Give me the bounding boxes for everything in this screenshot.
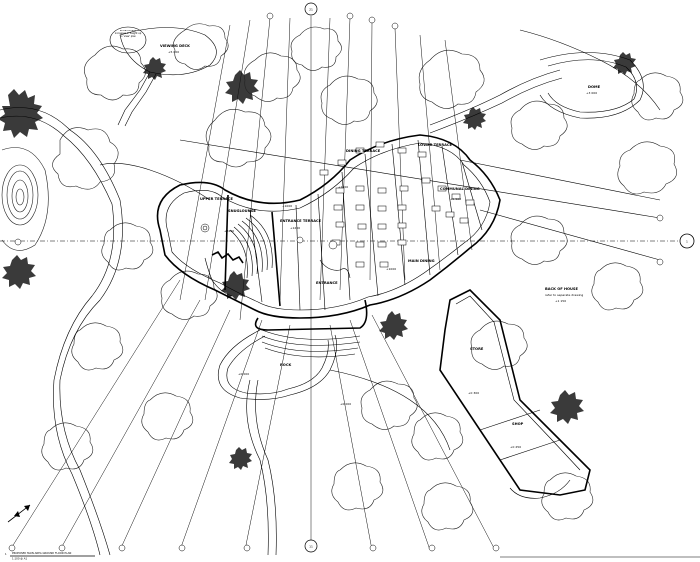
note-bubble: entrance wall increases in height up to …: [109, 26, 147, 54]
grid-marker-right: 1: [679, 233, 695, 249]
topo-rock-left: [1, 147, 49, 251]
level-10: +0 300: [468, 391, 479, 395]
grid-marker-bottom-label: 11: [309, 545, 313, 549]
store-label: STORE: [470, 347, 484, 351]
tree-cluster-left-dark: [0, 52, 636, 470]
drawing-title: PROPOSED MAIN AREA GROUND FLOOR PLAN: [12, 551, 71, 555]
level-7: +0 000: [238, 372, 249, 376]
dome-level: +3 000: [586, 91, 597, 95]
level-3: +1200: [290, 226, 300, 230]
north-arrow-icon: [7, 504, 31, 523]
grid-marker-right-label: 1: [686, 240, 688, 244]
viewing-deck-label: VIEWING DECK: [160, 44, 190, 48]
entrance-steps: [261, 329, 361, 358]
dining-tables: [200, 141, 475, 268]
rock-label: ROCK: [280, 363, 291, 367]
dome-label: DOME: [588, 85, 601, 89]
grid-marker-top: 21: [304, 2, 318, 16]
entrance-terrace-label: ENTRANCE TERRACE: [280, 219, 322, 223]
back-of-house-label: BACK OF HOUSE: [545, 287, 579, 291]
site-paths: [0, 29, 661, 556]
lower-terrace-label: LOWER TERRACE: [418, 143, 453, 147]
level-labels: +1000 +2200 +1200 +1000 +1000 +0 500 +0 …: [224, 185, 566, 449]
rock-area: [217, 329, 451, 451]
upper-terrace-label: UPPER TERRACE: [200, 197, 234, 201]
level-8: +0 000: [340, 402, 351, 406]
level-4: +1000: [338, 185, 348, 189]
main-building: [156, 134, 501, 358]
entrance-label: ENTRANCE: [316, 281, 338, 285]
back-of-house: [439, 289, 591, 499]
tree-outlines: [41, 23, 684, 531]
level-9: +1 150: [555, 299, 566, 303]
viewing-deck-level: +5 000: [168, 50, 179, 54]
main-dining-label: MAIN DINING: [408, 259, 435, 263]
level-5: +1000: [386, 267, 396, 271]
snug-steps: [229, 214, 273, 279]
vegetation-layer: [0, 23, 684, 556]
communal-dining-label: COMMUNAL DINING: [440, 187, 480, 191]
drawing-scale: 1:100 @ A1: [12, 557, 27, 561]
radial-grid-lines: [0, 16, 680, 551]
level-2: +2200: [224, 229, 234, 233]
drawing-number: 1: [5, 552, 7, 556]
grid-marker-top-label: 21: [309, 8, 313, 12]
room-labels: UPPER TERRACE DINING TERRACE COMMUNAL DI…: [200, 143, 583, 426]
grid-marker-bottom: 11: [304, 539, 318, 553]
back-of-house-note: refer to separate drawing: [545, 293, 583, 297]
bubble-note-text: entrance wall increases in height up to …: [114, 30, 142, 38]
snug-lounge-label: SNUGLOUNGE: [228, 209, 257, 213]
dining-terrace-label: DINING TERRACE: [346, 149, 381, 153]
grid-markers: 21 11 1: [8, 2, 695, 553]
dome: DOME +3 000: [539, 52, 644, 119]
shop-label: SHOP: [512, 422, 524, 426]
level-1: +1000: [282, 204, 292, 208]
title-block: 1 PROPOSED MAIN AREA GROUND FLOOR PLAN 1…: [5, 551, 700, 561]
viewing-deck: VIEWING DECK +5 000: [117, 27, 217, 127]
level-11: +0 250: [510, 445, 521, 449]
level-6: +0 500: [450, 197, 461, 201]
